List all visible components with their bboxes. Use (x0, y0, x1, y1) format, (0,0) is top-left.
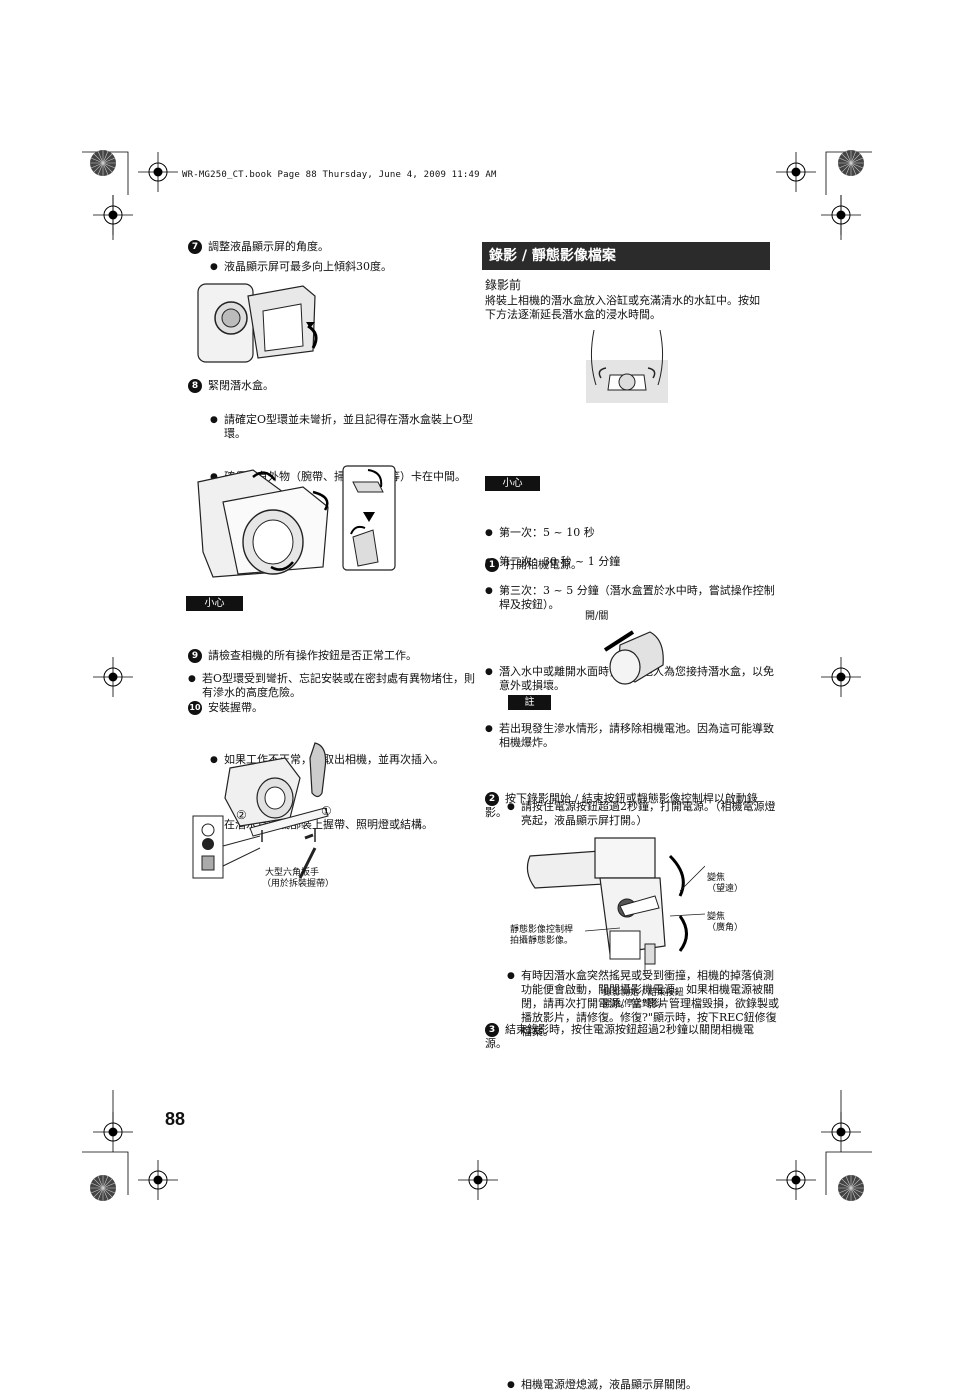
step-8-bullet-1: 請確定O型環並未彎折，並且記得在潛水盒裝上O型環。 (210, 413, 479, 441)
zoom-wide-label-2: （廣角） (707, 923, 744, 933)
file-header: WR-MG250_CT.book Page 88 Thursday, June … (182, 170, 497, 180)
step-number: 1 (485, 558, 499, 572)
step-number: 2 (485, 792, 499, 806)
step-number: 8 (188, 379, 202, 393)
before-heading: 錄影前 (485, 278, 522, 292)
marker-1: ① (321, 804, 332, 818)
step-text: 打開相機電源。 (505, 558, 582, 571)
grip-install-illustration (192, 742, 329, 879)
close-case-illustration (197, 465, 396, 578)
water-tank-illustration (586, 330, 668, 403)
still-lever-label-1: 靜態影像控制桿 (510, 925, 574, 935)
step-7: 7 調整液晶顯示屏的角度。 (188, 240, 468, 254)
section-title: 錄影 / 靜態影像檔案 (482, 242, 770, 270)
step-1: 1 打開相機電源。 (485, 558, 765, 572)
step-7-bullet: 液晶顯示屏可最多向上傾斜30度。 (210, 260, 479, 274)
step-8: 8 緊閉潛水盒。 (188, 379, 468, 393)
rec-button-label-1: 錄影開始 / 結束按鈕 (603, 988, 684, 998)
step-1-bullet: 請按住電源按鈕超過2秒鐘，打開電源。（相機電源燈亮起，液晶顯示屏打開。） (507, 800, 776, 828)
zoom-wide-label-1: 變焦 (707, 912, 726, 922)
step-10: 10 安裝握帶。 (188, 701, 468, 715)
step-9: 9 請檢查相機的所有操作按鈕是否正常工作。 (188, 649, 468, 663)
step-text: 緊閉潛水盒。 (208, 379, 274, 392)
hex-wrench-caption-1: 大型六角扳手 (265, 868, 320, 878)
step-number: 9 (188, 649, 202, 663)
caution-label-right: 小心 (485, 476, 540, 491)
step-number: 3 (485, 1023, 499, 1037)
zoom-tele-label-2: （望遠） (707, 884, 744, 894)
marker-2: ② (236, 808, 247, 822)
step-text: 結束錄影時，按住電源按鈕超過2秒鐘以關閉相機電源。 (485, 1023, 754, 1050)
step-text: 按下錄影開始 / 結束按鈕或靜態影像控制桿以啟動錄影。 (485, 792, 758, 819)
caution-right-bullet-2: 若出現發生滲水情形，請移除相機電池。因為這可能導致相機爆炸。 (485, 722, 779, 750)
power-label: 開/關 (585, 611, 609, 622)
before-text: 將裝上相機的潛水盒放入浴缸或充滿清水的水缸中。按如下方法逐漸延長潛水盒的浸水時間… (485, 294, 760, 321)
caution-label: 小心 (186, 596, 243, 611)
hex-wrench-caption-2: （用於拆裝握帶） (262, 879, 335, 889)
registration-marks (82, 149, 872, 1202)
camera-controls-illustration (526, 837, 705, 976)
page-number: 88 (165, 1109, 186, 1129)
step-text: 調整液晶顯示屏的角度。 (208, 240, 329, 253)
step-number: 10 (188, 701, 202, 715)
step-number: 7 (188, 240, 202, 254)
zoom-tele-label-1: 變焦 (707, 873, 726, 883)
soak-time-1: 第一次：5 ~ 10 秒 (485, 526, 779, 540)
caution-bullet: 若O型環受到彎折、忘記安裝或在密封處有異物堵住，則有滲水的高度危險。 (188, 672, 484, 700)
soak-time-3: 第三次：3 ~ 5 分鐘（潛水盒置於水中時，嘗試操作控制桿及按鈕）。 (485, 584, 784, 612)
step-text: 安裝握帶。 (208, 701, 263, 714)
step-text: 請檢查相機的所有操作按鈕是否正常工作。 (208, 649, 417, 662)
note-label: 註 (508, 695, 551, 710)
rec-button-label-2: 開始/停止錄影。 (603, 999, 670, 1009)
note-bullet: 有時因潛水盒突然搖晃或受到衝撞，相機的掉落偵測功能便會啟動，關閉攝影機電源。如果… (507, 969, 784, 1039)
still-lever-label-2: 拍攝靜態影像。 (510, 936, 574, 946)
lcd-tilt-illustration (197, 283, 318, 363)
power-button-illustration (603, 630, 664, 685)
step-3-bullet: 相機電源燈熄滅，液晶顯示屏關閉。 (507, 1378, 776, 1392)
